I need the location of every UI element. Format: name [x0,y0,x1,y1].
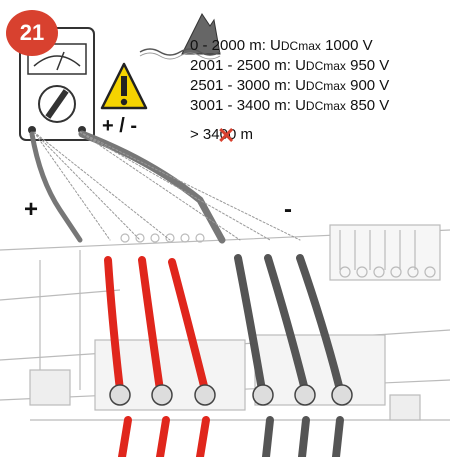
altitude-voltage-table: 0 - 2000 m: UDCmax 1000 V 2001 - 2500 m:… [190,36,389,116]
meter-polarity-label: + / - [102,115,138,137]
positive-label: + [24,196,39,223]
negative-cables [234,254,344,457]
inverter-housing [0,224,450,421]
warning-triangle-icon [100,62,148,110]
test-leads [29,130,301,244]
cross-out-icon: ✕ [217,123,236,148]
altitude-row: 2001 - 2500 m: UDCmax 950 V [190,57,390,74]
mountain-icon [139,13,221,60]
negative-label: - [284,196,292,223]
altitude-row: 2501 - 3000 m: UDCmax 900 V [190,77,390,94]
positive-cables [104,256,210,457]
altitude-row: 3001 - 3400 m: UDCmax 850 V [190,97,390,114]
multimeter-icon [19,27,95,141]
altitude-row: 0 - 2000 m: UDCmax 1000 V [190,37,373,54]
altitude-limit-row: > 3400 m [190,126,253,143]
step-number-badge: 21 [6,10,58,56]
cable-glands [109,384,353,406]
